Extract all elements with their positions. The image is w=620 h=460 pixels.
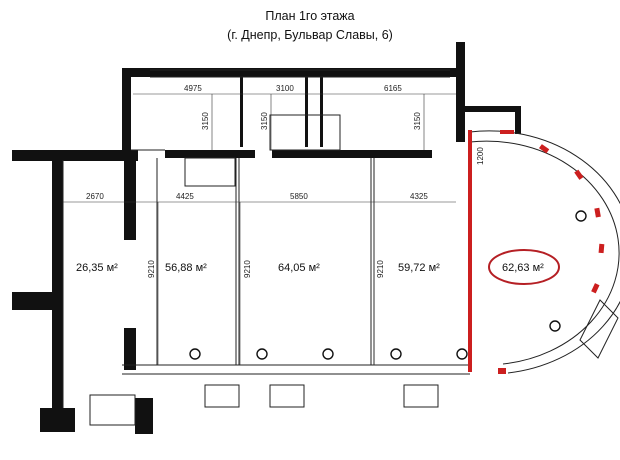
- dim-top-3: 6165: [384, 84, 402, 93]
- plan-title: План 1го этажа: [265, 9, 355, 23]
- highlight-mark: [500, 130, 514, 134]
- column: [549, 320, 561, 332]
- wall-left-pier-1: [12, 292, 62, 310]
- dim-bay: 1200: [476, 147, 485, 165]
- dim-h-3: 3150: [413, 112, 422, 130]
- walls: [12, 42, 521, 434]
- highlight-apse: [468, 130, 605, 374]
- wall-corridor: [165, 150, 255, 158]
- dim-v-text-1: 9210: [147, 260, 156, 278]
- dim-top-2: 3100: [276, 84, 294, 93]
- room-area-5-highlight: [488, 249, 560, 285]
- wall-stair: [465, 106, 521, 112]
- room-area-1: 26,35 м²: [76, 262, 118, 274]
- porch-3: [403, 384, 439, 408]
- wall-left-partition: [124, 160, 136, 240]
- wall-top-left: [122, 68, 131, 158]
- wc-1: [184, 157, 236, 187]
- wall-stair-2: [515, 106, 521, 134]
- column: [322, 348, 334, 360]
- room-area-3: 64,05 м²: [278, 262, 320, 274]
- columns: [189, 210, 587, 360]
- dim-v-text-2: 9210: [243, 260, 252, 278]
- column: [390, 348, 402, 360]
- wall-left-outer: [52, 150, 63, 415]
- wall-bottom-left: [40, 408, 75, 432]
- dim-top-1: 4975: [184, 84, 202, 93]
- dimension-labels: 4975 3100 6165 3150 3150 3150 2670 4425 …: [86, 84, 485, 278]
- dimension-lines: [63, 93, 456, 365]
- apse-entrance: [579, 299, 619, 359]
- wall-top: [122, 68, 465, 77]
- highlight-mark: [598, 243, 605, 254]
- room-areas: 26,35 м² 56,88 м² 64,05 м² 59,72 м² 62,6…: [76, 249, 560, 285]
- dim-v-text-3: 9210: [376, 260, 385, 278]
- room-area-2: 56,88 м²: [165, 262, 207, 274]
- column: [456, 348, 468, 360]
- dim-room-4: 4325: [410, 192, 428, 201]
- wall-top-right: [456, 42, 465, 142]
- dim-room-1: 2670: [86, 192, 104, 201]
- wc-top: [269, 114, 341, 151]
- wall-bottom-stub: [135, 398, 153, 434]
- wall-corridor-2: [272, 150, 432, 158]
- column: [189, 348, 201, 360]
- apse-inner: [469, 140, 620, 365]
- dim-h-2: 3150: [260, 112, 269, 130]
- highlight-mark: [594, 207, 601, 218]
- column: [575, 210, 587, 222]
- room-area-4: 59,72 м²: [398, 262, 440, 274]
- apse-outer: [469, 130, 620, 374]
- wall-left-step: [60, 150, 138, 161]
- column: [256, 348, 268, 360]
- plan-address: (г. Днепр, Бульвар Славы, 6): [227, 28, 393, 42]
- dim-room-2: 4425: [176, 192, 194, 201]
- wall-top-part-3: [320, 77, 323, 147]
- room-area-5: 62,63 м²: [502, 262, 544, 274]
- dim-h-1: 3150: [201, 112, 210, 130]
- highlight-mark: [591, 283, 600, 294]
- room-outlines: [62, 69, 620, 426]
- dim-room-3: 5850: [290, 192, 308, 201]
- porch-1: [204, 384, 240, 408]
- wall-left-partition-2: [124, 328, 136, 370]
- wall-top-part-2: [305, 77, 308, 147]
- highlight-wall: [468, 130, 472, 372]
- highlight-mark: [574, 169, 584, 180]
- highlight-mark: [539, 144, 550, 154]
- porch-2: [269, 384, 305, 408]
- highlight-mark: [498, 368, 506, 374]
- wall-top-part-1: [240, 77, 243, 147]
- porch-left: [89, 394, 136, 426]
